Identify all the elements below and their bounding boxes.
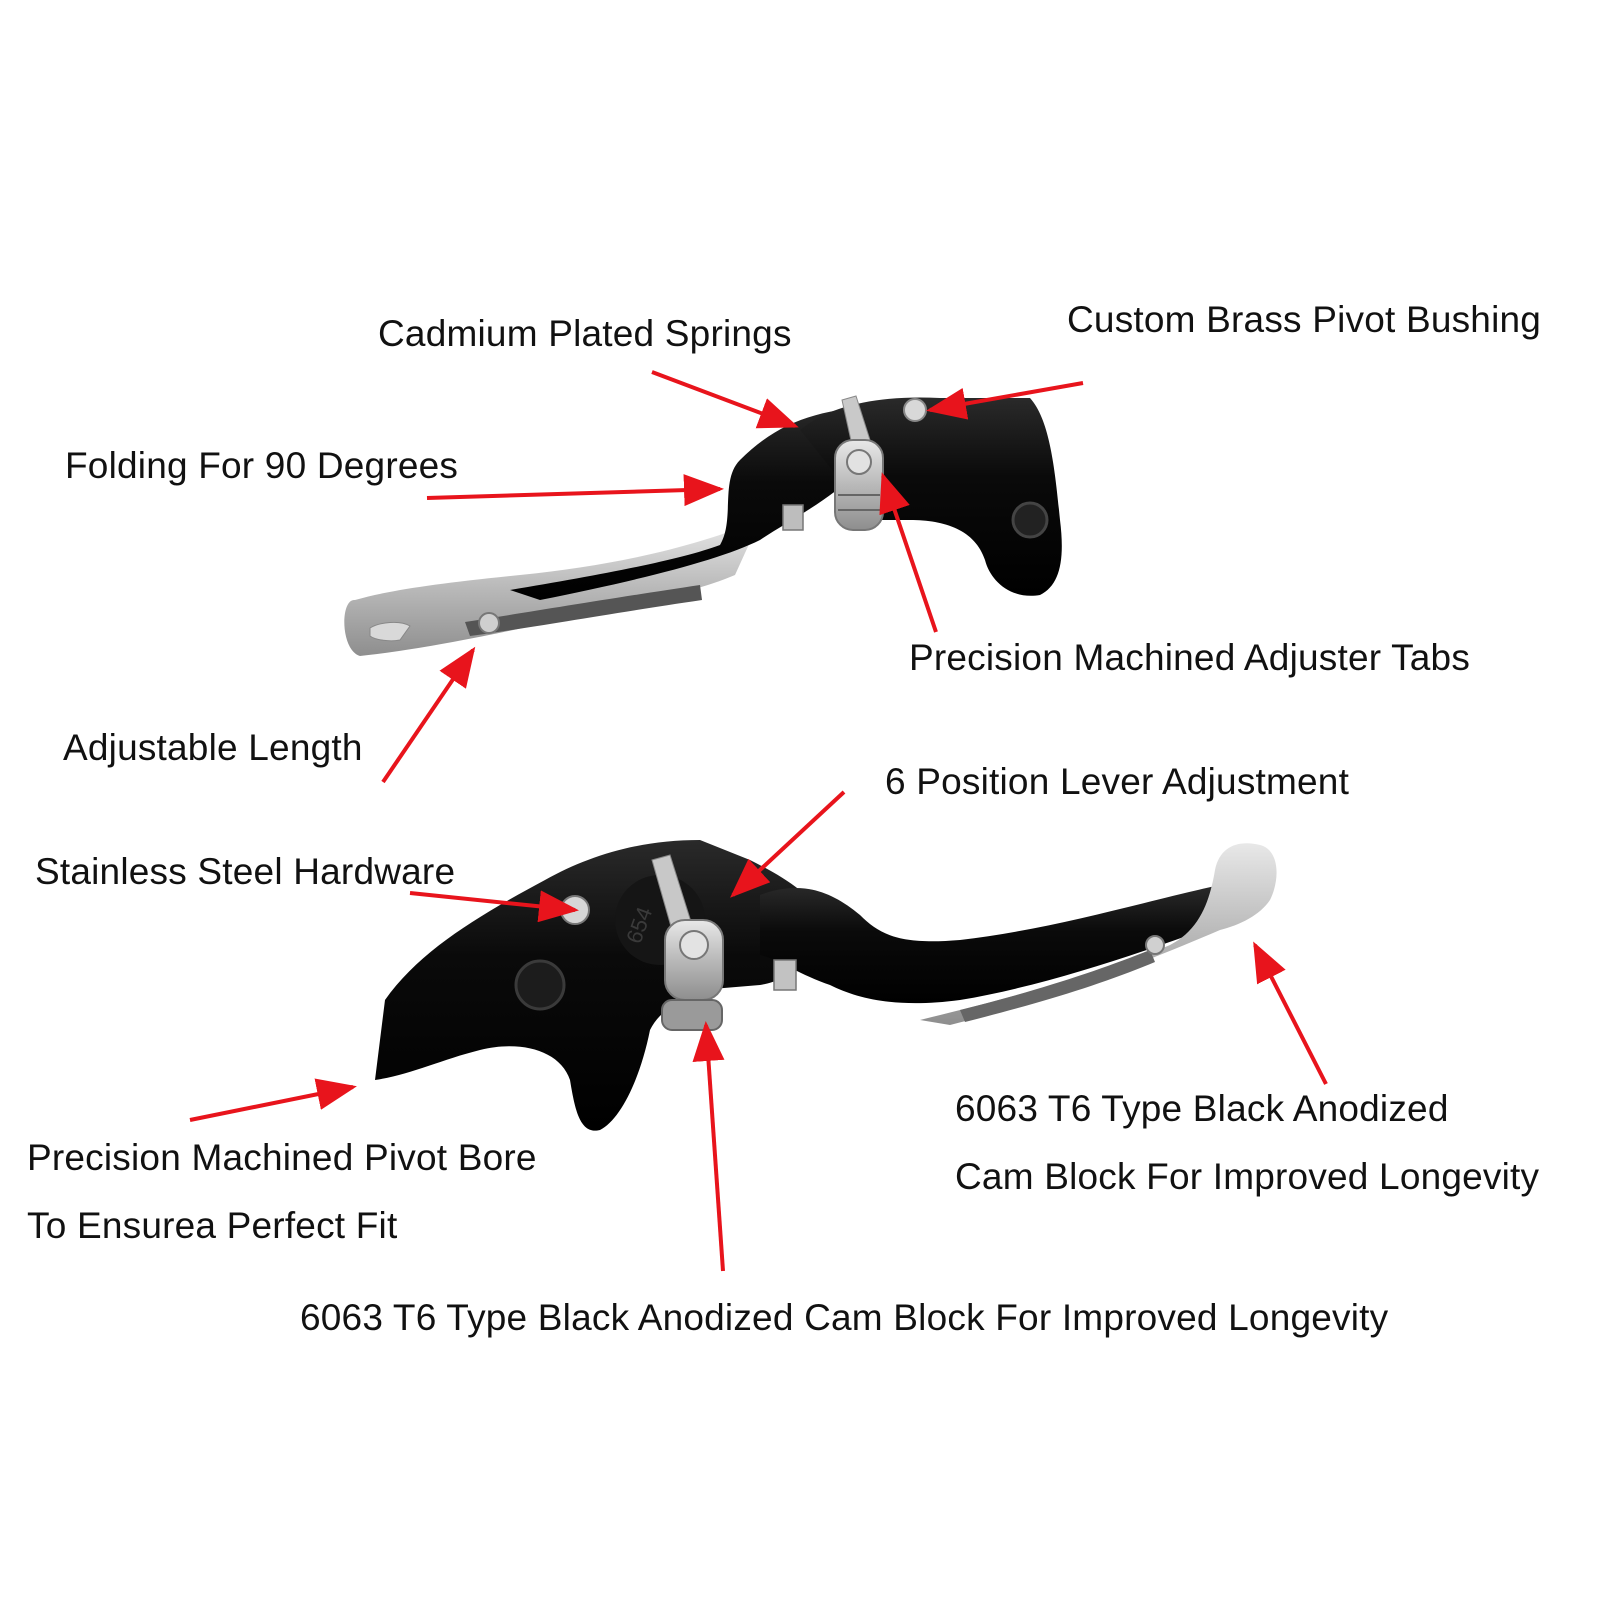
bottom-lever: 654 [375,840,1277,1131]
top-lever-adjuster [834,395,884,531]
arrow-stainless-hardware [409,890,579,923]
top-lever [344,395,1062,656]
label-brass-bushing: Custom Brass Pivot Bushing [1067,299,1542,340]
bottom-lever-blade-slot [960,950,1155,1022]
top-lever-arm [510,405,880,600]
label-cadmium-springs: Cadmium Plated Springs [378,313,792,354]
arrow-brass-bushing [926,381,1084,420]
arrow-six-position [730,790,846,898]
callout-arrows [189,370,1328,1272]
arrow-cam-block-right [1253,941,1328,1085]
arrow-cadmium-springs [651,370,799,429]
top-lever-blade-cutout [369,621,411,642]
label-pivot-bore-line1: Precision Machined Pivot Bore [27,1137,537,1178]
top-lever-length-screw [478,612,500,634]
label-six-position: 6 Position Lever Adjustment [885,761,1350,802]
top-lever-nut [782,504,804,531]
label-folding: Folding For 90 Degrees [65,445,459,486]
label-adjuster-tabs: Precision Machined Adjuster Tabs [909,637,1471,678]
bottom-lever-nut [773,959,797,991]
arrow-cam-block-bottom [692,1021,725,1272]
label-pivot-bore-line2: To Ensurea Perfect Fit [27,1205,398,1246]
label-cam-block-right-line1: 6063 T6 Type Black Anodized [955,1088,1449,1129]
label-adjustable-length: Adjustable Length [63,727,363,768]
top-lever-pivot-hole [1011,501,1049,539]
bottom-lever-pivot-hole [514,959,566,1011]
label-cam-block-right-line2: Cam Block For Improved Longevity [955,1156,1540,1197]
label-cam-block-bottom: 6063 T6 Type Black Anodized Cam Block Fo… [300,1297,1389,1338]
bottom-lever-body [375,840,830,1131]
arrow-pivot-bore [189,1078,357,1122]
arrow-folding [426,474,724,507]
bottom-lever-arm [760,885,1230,1004]
top-lever-brass-bushing [903,398,927,422]
bottom-lever-adjuster: 654 [615,854,724,1031]
bottom-lever-length-screw [1145,935,1165,955]
bottom-lever-blade [920,843,1277,1025]
arrow-adjustable-length [381,646,476,784]
top-lever-blade-slot [465,585,702,636]
label-stainless-hardware: Stainless Steel Hardware [35,851,456,892]
arrow-adjuster-tabs [879,472,938,633]
